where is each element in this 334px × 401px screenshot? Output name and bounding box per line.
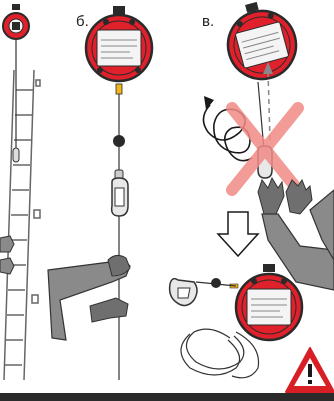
retractable-device-icon — [86, 6, 152, 81]
ladder — [4, 70, 40, 380]
slack-rope — [181, 329, 259, 378]
panel-c — [170, 0, 334, 392]
panel-label-c: в. — [202, 14, 214, 29]
warning-triangle-icon — [286, 348, 334, 392]
carabiner-icon — [112, 170, 128, 216]
panel-a — [0, 4, 40, 380]
cable-stopper-ball — [113, 135, 125, 147]
carabiner-icon — [13, 148, 19, 162]
carabiner-icon — [170, 279, 197, 306]
bottom-bar — [0, 393, 334, 401]
down-arrow-icon — [218, 212, 258, 256]
panel-label-b: б. — [76, 14, 89, 29]
spring-arrow-icon — [204, 96, 214, 110]
glove-hand-icon — [48, 255, 130, 340]
climber-hands — [0, 236, 14, 274]
retractable-device-icon — [218, 0, 304, 87]
small-device-icon — [3, 4, 29, 39]
panel-b — [48, 6, 152, 380]
